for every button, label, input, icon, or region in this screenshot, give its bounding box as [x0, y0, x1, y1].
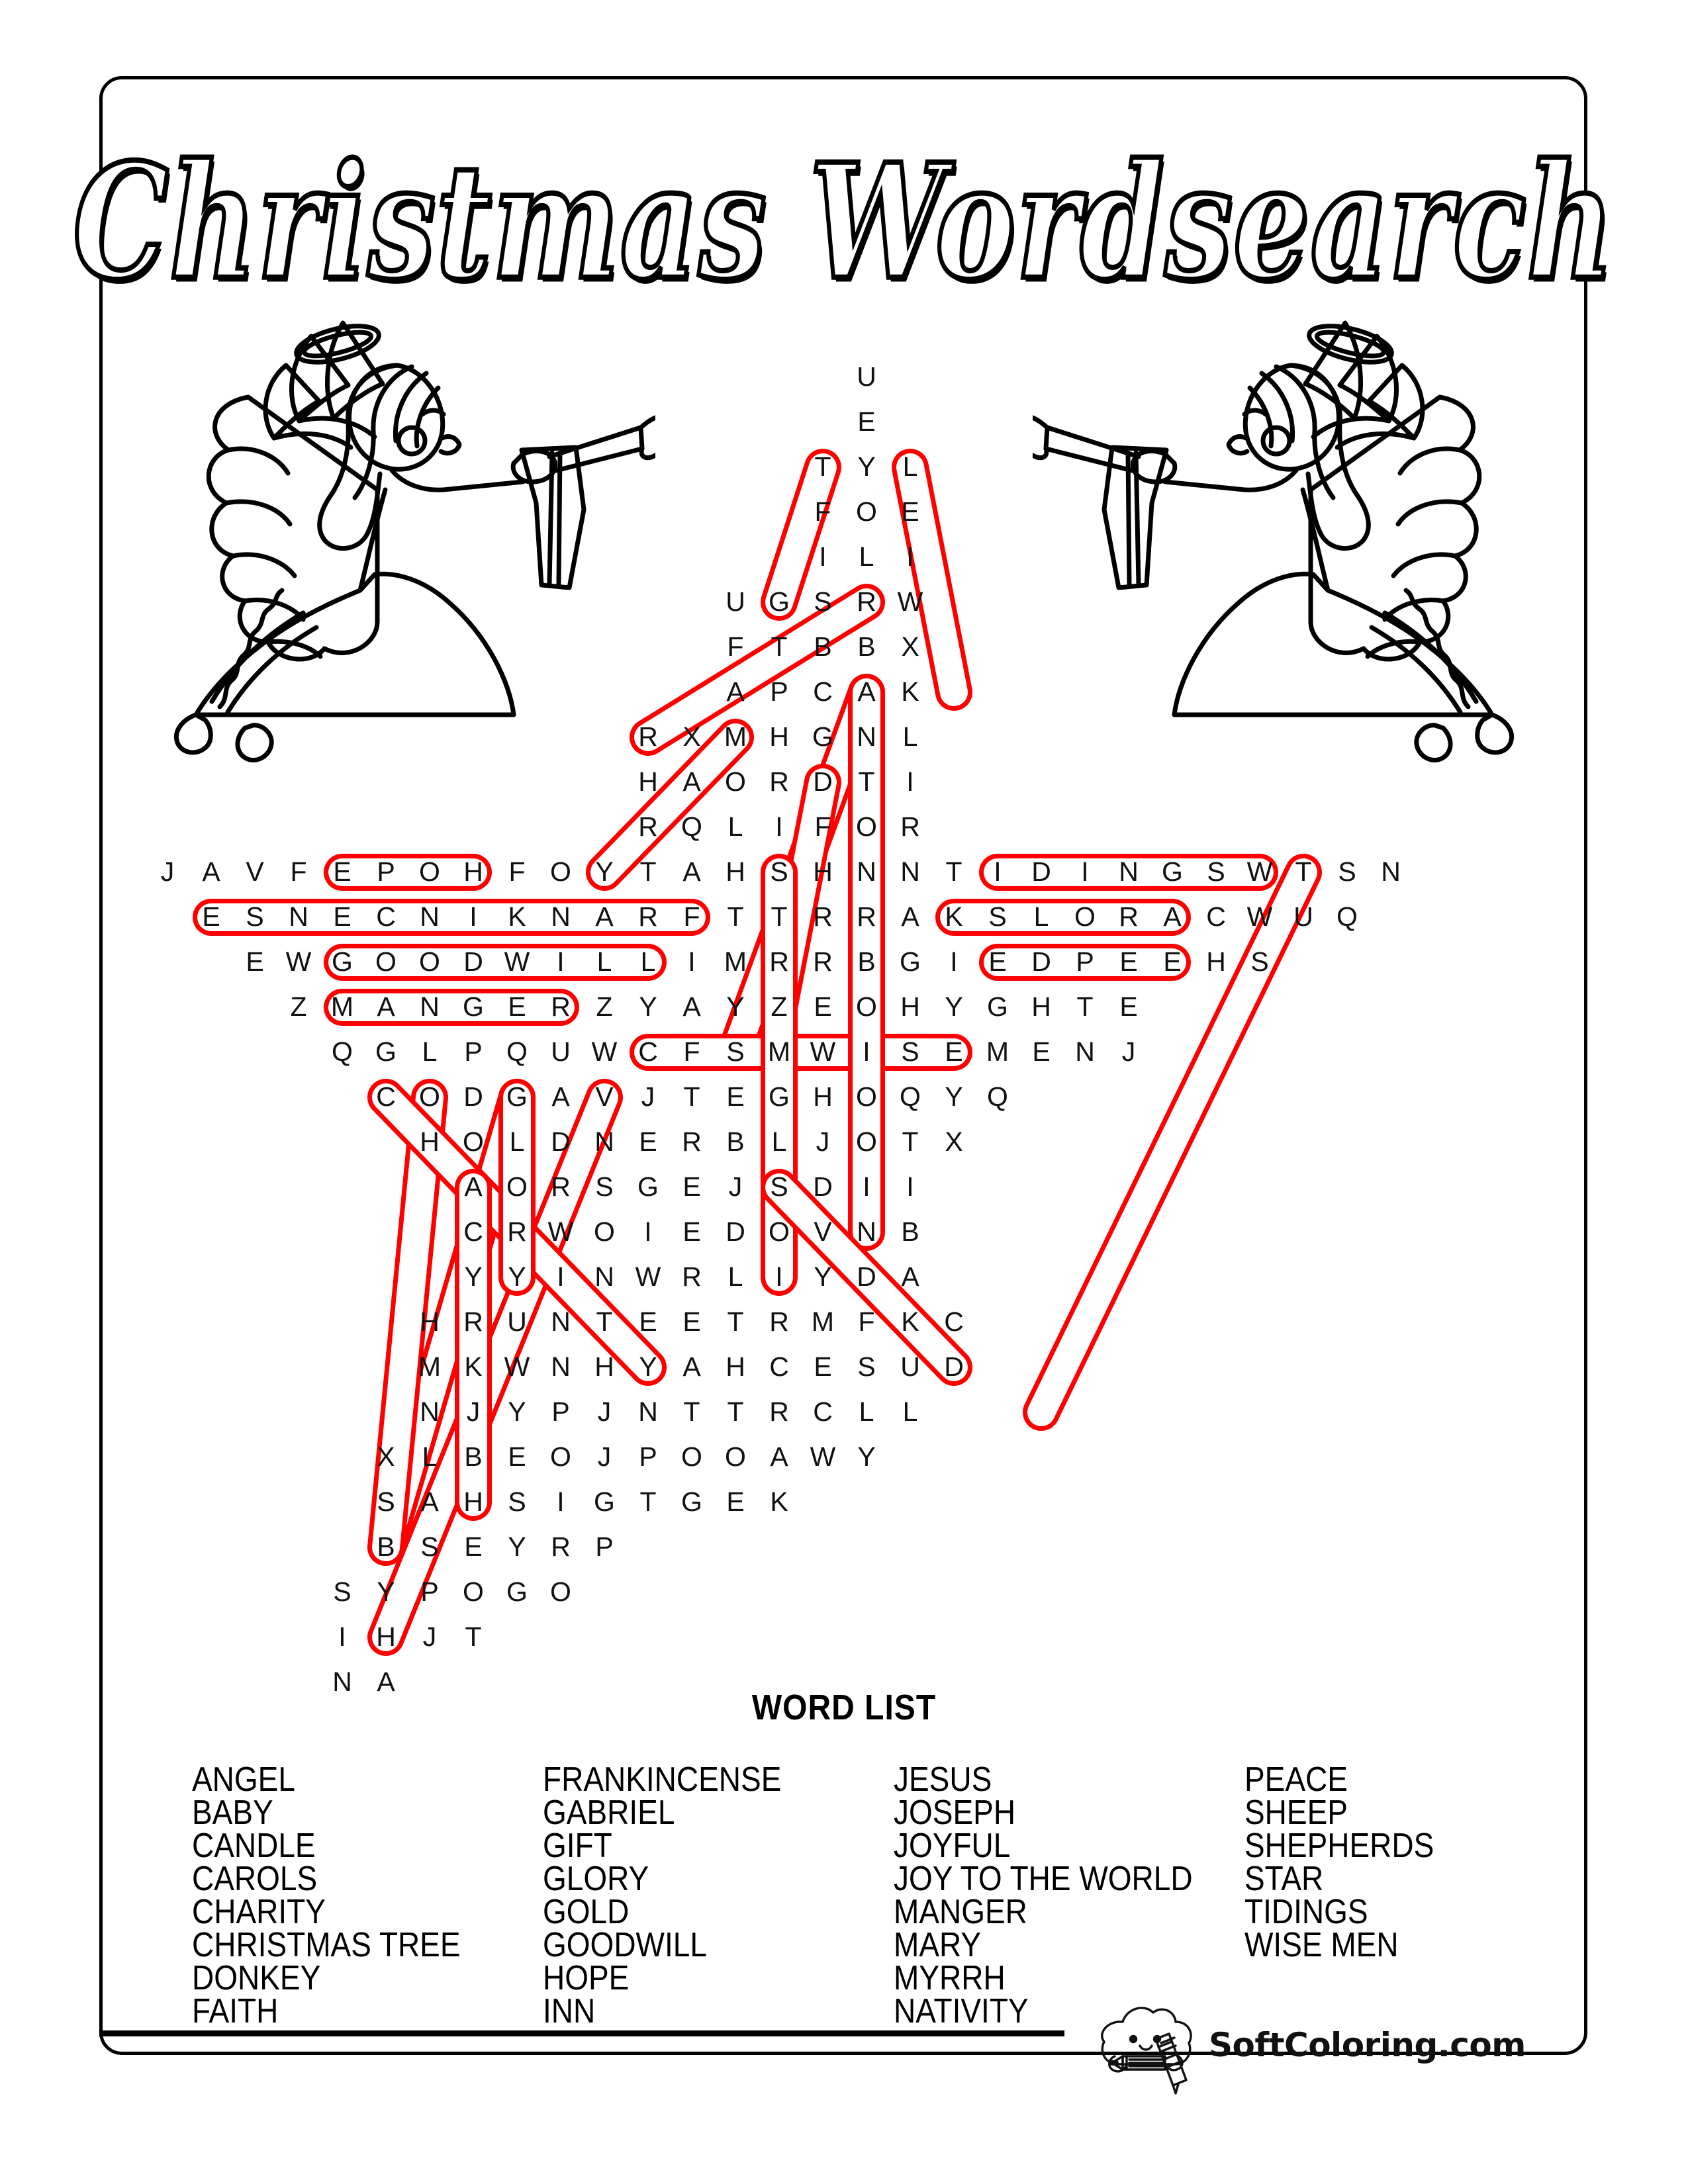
wordlist-item[interactable]: MANGER — [894, 1891, 1027, 1931]
cloud-pencil-icon — [1092, 1995, 1198, 2095]
wordlist-heading: WORD LIST — [751, 1688, 937, 1728]
angel-trumpet-icon — [113, 291, 655, 774]
wordlist-item[interactable]: CAROLS — [192, 1858, 318, 1898]
wordlist-item[interactable]: SHEEP — [1244, 1792, 1348, 1832]
wordlist-item[interactable]: FAITH — [192, 1991, 279, 2030]
wordlist-item[interactable]: NATIVITY — [894, 1991, 1029, 2030]
wordlist-item[interactable]: FRANKINCENSE — [543, 1759, 782, 1799]
wordlist-item[interactable]: SHEPHERDS — [1244, 1825, 1434, 1865]
wordlist-item[interactable]: BABY — [192, 1792, 273, 1832]
wordlist-item[interactable]: WISE MEN — [1244, 1925, 1399, 1964]
wordlist-item[interactable]: GOLD — [543, 1891, 630, 1931]
footer-divider — [99, 2030, 1064, 2036]
wordlist-item[interactable]: CHARITY — [192, 1891, 326, 1931]
wordlist-item[interactable]: GLORY — [543, 1858, 649, 1898]
wordlist-item[interactable]: CHRISTMAS TREE — [192, 1925, 461, 1964]
brand-logo: SoftColoring.com — [1092, 1995, 1526, 2095]
wordlist-item[interactable]: GABRIEL — [543, 1792, 675, 1832]
wordlist-item[interactable]: MYRRH — [894, 1958, 1006, 1997]
brand-name: SoftColoring.com — [1209, 2026, 1526, 2064]
wordlist-item[interactable]: JOSEPH — [894, 1792, 1016, 1832]
page-border — [99, 76, 1587, 2055]
wordlist-item[interactable]: STAR — [1244, 1858, 1324, 1898]
wordlist-item[interactable]: GOODWILL — [543, 1925, 707, 1964]
wordlist-item[interactable]: ANGEL — [192, 1759, 295, 1799]
wordlist-item[interactable]: JESUS — [894, 1759, 992, 1799]
wordlist-item[interactable]: PEACE — [1244, 1759, 1348, 1799]
wordlist-item[interactable]: HOPE — [543, 1958, 630, 1997]
wordlist-item[interactable]: JOY TO THE WORLD — [894, 1858, 1193, 1898]
wordlist-item[interactable]: GIFT — [543, 1825, 612, 1865]
wordlist-item[interactable]: TIDINGS — [1244, 1891, 1368, 1931]
angel-trumpet-icon — [1033, 291, 1575, 774]
wordlist-item[interactable]: DONKEY — [192, 1958, 321, 1997]
wordlist-item[interactable]: INN — [543, 1991, 596, 2030]
wordlist-item[interactable]: JOYFUL — [894, 1825, 1011, 1865]
wordlist-item[interactable]: MARY — [894, 1925, 982, 1964]
wordlist-item[interactable]: CANDLE — [192, 1825, 316, 1865]
